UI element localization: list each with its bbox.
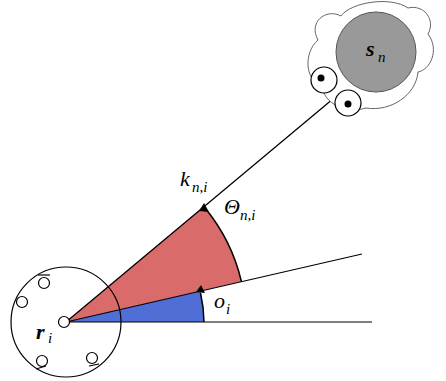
distance-symbol: k (180, 168, 190, 190)
array-outline (9, 265, 123, 379)
distance-arrow (66, 78, 358, 322)
pupil (345, 101, 352, 108)
microphone-array: ri (9, 265, 123, 379)
eye (335, 90, 361, 116)
eye (311, 67, 337, 93)
position-symbol: r (36, 321, 45, 343)
distance-index: n,i (192, 180, 207, 195)
head-figure (296, 0, 442, 122)
angle-index: n,i (240, 208, 255, 223)
microphone (17, 297, 28, 308)
orientation-line (66, 254, 362, 322)
angle-arc (205, 208, 241, 282)
microphone (87, 353, 98, 364)
offset-arc (201, 293, 205, 322)
angle-wedge (66, 206, 241, 322)
offset-symbol: o (214, 290, 225, 312)
microphone (59, 317, 70, 328)
pupil (318, 75, 325, 82)
microphone-bar (36, 366, 46, 369)
offset-arc-head (196, 285, 205, 293)
microphone (39, 278, 50, 289)
position-index: n (378, 50, 386, 65)
head (336, 12, 416, 92)
position-index: i (48, 331, 52, 346)
microphone-bar (38, 274, 50, 275)
microphone (37, 356, 48, 367)
speaker-head: sn (296, 0, 442, 122)
reference-line (66, 321, 372, 322)
array-circle (11, 267, 121, 377)
offset-index: i (226, 302, 230, 317)
microphone-bar (89, 364, 99, 366)
position-symbol: s (366, 38, 375, 60)
head-outline (308, 2, 433, 110)
angle-symbol: Θ (224, 196, 240, 218)
